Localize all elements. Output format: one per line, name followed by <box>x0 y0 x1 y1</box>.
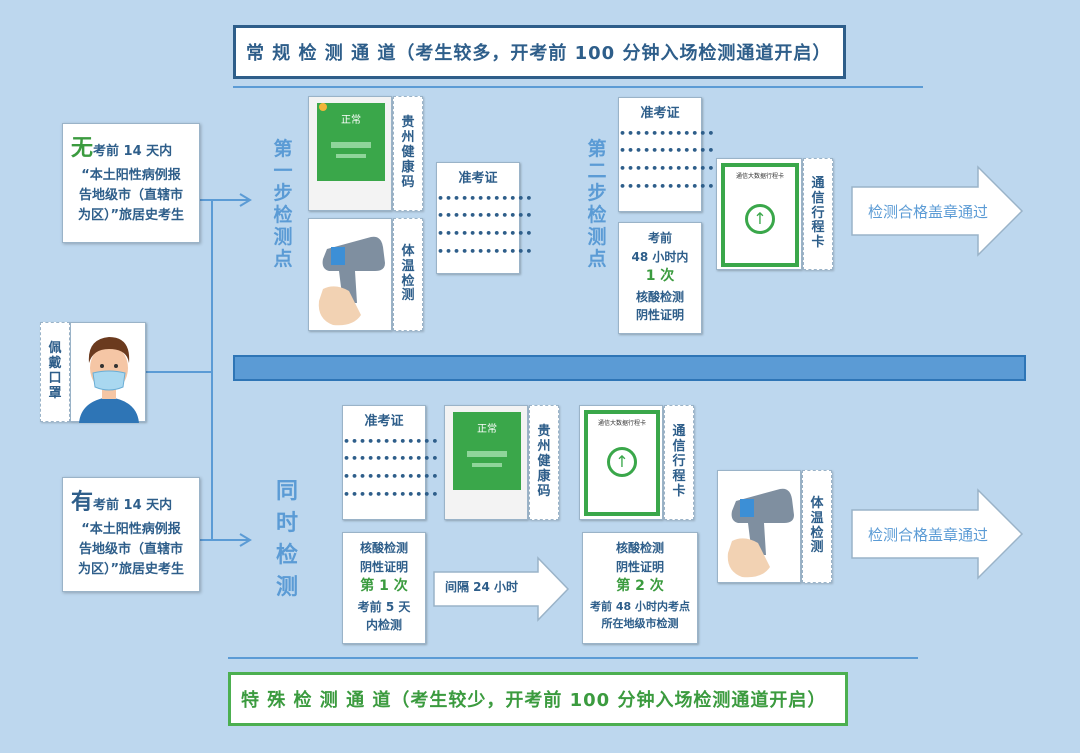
travel-card-title: 通信大数据行程卡 <box>735 173 784 180</box>
guizhou-health-code-label: 贵州健康码 <box>393 96 423 211</box>
section-divider-bar <box>233 355 1026 381</box>
pass-text-bottom: 检测合格盖章通过 <box>868 525 989 544</box>
interval-arrow-shape <box>433 556 570 622</box>
admission-ticket-title: 准考证 <box>458 171 498 186</box>
step2-label: 第二步检测点 <box>587 138 607 270</box>
health-code-status-dot <box>319 103 327 111</box>
admission-ticket-dots: •••••••••••• <box>619 144 716 158</box>
admission-ticket-dots: •••••••••••• <box>343 434 440 448</box>
temperature-check-label-bottom: 体温检测 <box>802 470 832 583</box>
condition-without-travel: 无考前 14 天内 “本土阳性病例报 告地级市（直辖市 为区）”旅居史考生 <box>62 123 200 243</box>
travel-card-screenshot-bottom: 通信大数据行程卡 ↑ <box>579 405 663 520</box>
travel-card-green-frame: 通信大数据行程卡 ↑ <box>721 163 799 267</box>
guizhou-health-code-screenshot: 正常 <box>308 96 392 211</box>
pass-arrow-bottom-shape <box>851 488 1024 580</box>
special-channel-banner: 特 殊 检 测 通 道（考生较少，开考前 100 分钟入场检测通道开启） <box>228 672 848 726</box>
mask-label: 佩戴口罩 <box>40 322 70 422</box>
nucleic-test-48h: 考前 48 小时内 1 次 核酸检测 阴性证明 <box>618 222 702 334</box>
admission-ticket-step2: 准考证 •••••••••••• •••••••••••• ••••••••••… <box>618 97 716 212</box>
interval-text: 间隔 24 小时 <box>445 580 519 594</box>
temperature-check-label-top: 体温检测 <box>393 218 423 331</box>
admission-ticket-step1: 准考证 •••••••••••• •••••••••••• ••••••••••… <box>436 162 534 274</box>
up-arrow-icon: ↑ <box>607 447 637 477</box>
admission-ticket-dots: •••••••••••• <box>343 452 440 466</box>
simultaneous-check-label: 同时检测 <box>275 479 298 600</box>
thermometer-illustration <box>308 218 392 331</box>
admission-ticket-dots: •••••••••••• <box>619 126 716 140</box>
masked-person-illustration <box>70 322 146 423</box>
admission-ticket-title: 准考证 <box>364 414 404 429</box>
admission-ticket-dots: •••••••••••• <box>619 161 716 175</box>
travel-card-title: 通信大数据行程卡 <box>597 420 646 427</box>
guizhou-health-code-label-bottom: 贵州健康码 <box>529 405 559 520</box>
bottom-separator-line <box>228 657 918 659</box>
thermometer-illustration-bottom <box>717 470 801 583</box>
up-arrow-icon: ↑ <box>745 204 775 234</box>
travel-card-label-top: 通信行程卡 <box>803 158 833 270</box>
health-code-green-panel: 正常 <box>317 103 385 181</box>
pass-text-top: 检测合格盖章通过 <box>868 202 989 221</box>
admission-ticket-dots: •••••••••••• <box>437 226 534 240</box>
health-code-status: 正常 <box>341 115 361 126</box>
admission-ticket-title: 准考证 <box>640 106 680 121</box>
admission-ticket-bottom: 准考证 •••••••••••• •••••••••••• ••••••••••… <box>342 405 440 520</box>
pass-arrow-top-shape <box>851 165 1024 257</box>
condition-with-travel: 有考前 14 天内 “本土阳性病例报 告地级市（直辖市 为区）”旅居史考生 <box>62 477 200 592</box>
nucleic-test-first: 核酸检测 阴性证明 第 1 次 考前 5 天 内检测 <box>342 532 426 644</box>
nucleic-test-second: 核酸检测 阴性证明 第 2 次 考前 48 小时内考点 所在地级市检测 <box>582 532 698 644</box>
travel-card-green-frame: 通信大数据行程卡 ↑ <box>584 410 660 516</box>
travel-card-label-bottom: 通信行程卡 <box>664 405 694 520</box>
top-separator-line <box>233 86 923 88</box>
regular-channel-banner: 常 规 检 测 通 道（考生较多，开考前 100 分钟入场检测通道开启） <box>233 25 846 79</box>
admission-ticket-dots: •••••••••••• <box>343 487 440 501</box>
guizhou-health-code-screenshot-bottom: 正常 <box>444 405 528 520</box>
step1-label: 第一步检测点 <box>273 138 293 270</box>
admission-ticket-dots: •••••••••••• <box>437 191 534 205</box>
health-code-green-panel: 正常 <box>453 412 521 490</box>
travel-card-screenshot-top: 通信大数据行程卡 ↑ <box>716 158 802 270</box>
admission-ticket-dots: •••••••••••• <box>437 209 534 223</box>
health-code-status: 正常 <box>477 424 497 435</box>
admission-ticket-dots: •••••••••••• <box>619 179 716 193</box>
admission-ticket-dots: •••••••••••• <box>437 244 534 258</box>
admission-ticket-dots: •••••••••••• <box>343 469 440 483</box>
